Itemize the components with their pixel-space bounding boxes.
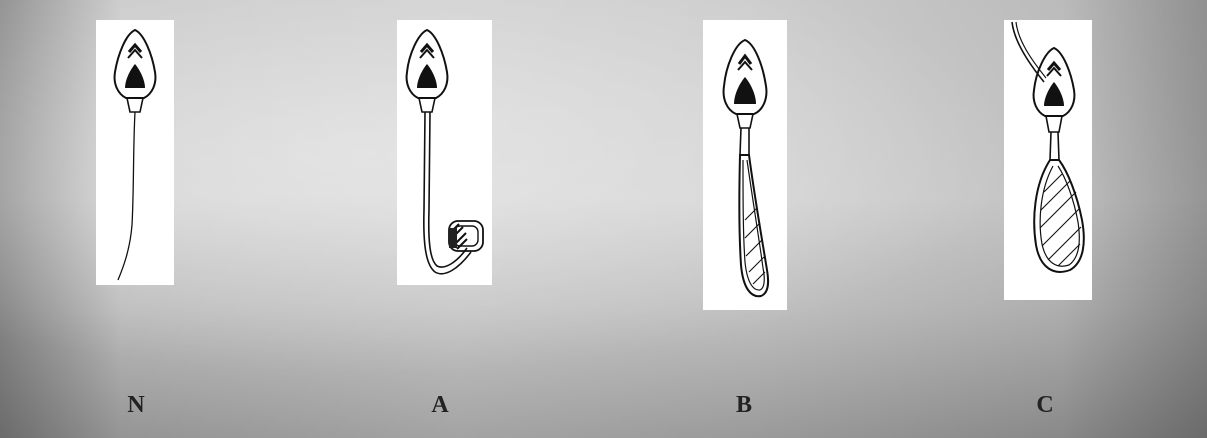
panel-c xyxy=(1004,20,1092,300)
label-a: A xyxy=(420,392,460,419)
sperm-b-drawing xyxy=(703,20,787,310)
panel-a xyxy=(397,20,492,285)
label-b: B xyxy=(724,392,764,419)
sperm-normal-drawing xyxy=(96,20,174,285)
sperm-a-drawing xyxy=(397,20,492,285)
label-c: C xyxy=(1025,392,1065,419)
panel-n xyxy=(96,20,174,285)
panel-b xyxy=(703,20,787,310)
sperm-c-drawing xyxy=(1004,20,1092,300)
label-n: N xyxy=(116,392,156,419)
